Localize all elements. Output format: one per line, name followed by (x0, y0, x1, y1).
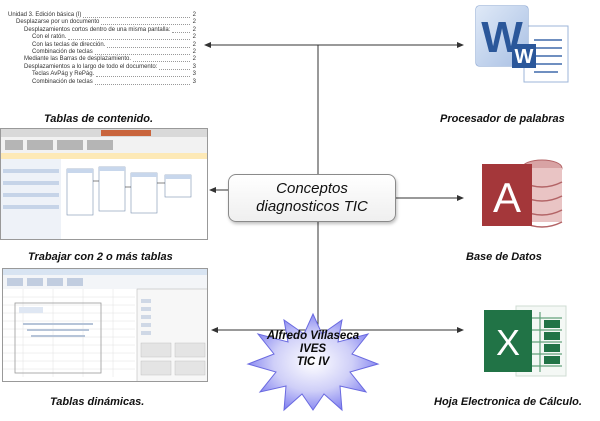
toc-entry: Desplazamientos cortos dentro de una mis… (2, 27, 200, 34)
center-line-1: Conceptos (276, 180, 348, 197)
toc-entry-page: 3 (192, 78, 196, 85)
toc-entry-page: 2 (192, 34, 196, 41)
caption-procesador: Procesador de palabras (440, 113, 565, 125)
excel-icon: X (480, 304, 570, 378)
toc-entry-label: Mediante las Barras de desplazamiento. (24, 56, 132, 63)
toc-entry: Desplazamientos a lo largo de todo el do… (2, 64, 200, 71)
toc-entry-label: Combinación de teclas (32, 48, 93, 55)
toc-entry-label: Teclas AvPág y RePág. (32, 71, 95, 78)
center-concept-node: Conceptos diagnosticos TIC (228, 174, 396, 222)
toc-entry-page: 3 (192, 63, 196, 70)
toc-leader-dots (172, 31, 190, 33)
toc-entry: Mediante las Barras de desplazamiento. 2 (2, 56, 200, 63)
toc-entry-page: 3 (192, 71, 196, 78)
toc-leader-dots (133, 61, 190, 63)
toc-leader-dots (68, 39, 190, 41)
center-line-2: diagnosticos TIC (256, 198, 368, 215)
author-institution: IVES (299, 343, 327, 355)
toc-leader-dots (95, 53, 190, 55)
toc-leader-dots (95, 83, 190, 85)
toc-leader-dots (107, 46, 190, 48)
toc-entry: Desplazarse por un documento 2 (2, 19, 200, 26)
toc-entry-page: 2 (192, 41, 196, 48)
caption-tablas-contenido: Tablas de contenido. (44, 113, 153, 125)
toc-entry: Teclas AvPág y RePág. 3 (2, 71, 200, 78)
toc-entry-label: Desplazarse por un documento (16, 19, 100, 26)
toc-entry-label: Unidad 3. Edición básica (I) (8, 12, 82, 18)
toc-entry-page: 2 (192, 19, 196, 26)
toc-entry-label: Con las teclas de dirección. (32, 41, 106, 48)
toc-entry-page: 2 (192, 12, 196, 18)
toc-entry-page: 2 (192, 48, 196, 55)
toc-leader-dots (83, 17, 190, 18)
toc-entry: Con las teclas de dirección. 2 (2, 42, 200, 49)
word-icon: W W (472, 4, 572, 86)
toc-entry-page: 2 (192, 26, 196, 33)
excel-letter: X (496, 322, 520, 363)
pivot-table-thumbnail (2, 268, 208, 382)
access-letter: A (493, 174, 521, 221)
caption-hoja-calculo: Hoja Electronica de Cálculo. (434, 396, 582, 408)
author-label: Alfredo Villaseca IVES TIC IV (246, 330, 380, 369)
caption-tablas-dinamicas: Tablas dinámicas. (50, 396, 145, 408)
toc-entry-label: Desplazamientos cortos dentro de una mis… (24, 26, 171, 33)
tables-relationship-thumbnail (0, 128, 208, 240)
toc-leader-dots (101, 24, 190, 26)
svg-text:W: W (515, 46, 534, 68)
toc-entry: Con el ratón. 2 (2, 34, 200, 41)
caption-base-datos: Base de Datos (466, 251, 542, 263)
caption-trabajar-tablas: Trabajar con 2 o más tablas (28, 251, 173, 263)
toc-entry: Unidad 3. Edición básica (I) 2 (2, 12, 200, 19)
toc-entry: Combinación de teclas 3 (2, 79, 200, 86)
author-name: Alfredo Villaseca (266, 330, 360, 342)
access-icon: A (480, 154, 566, 238)
toc-entry-label: Con el ratón. (32, 34, 67, 41)
toc-entry-label: Combinación de teclas (32, 78, 93, 85)
toc-entry-label: Desplazamientos a lo largo de todo el do… (24, 63, 158, 70)
toc-entry: Combinación de teclas 2 (2, 49, 200, 56)
toc-leader-dots (159, 68, 190, 70)
toc-entry-page: 2 (192, 56, 196, 63)
toc-leader-dots (96, 76, 190, 78)
author-course: TIC IV (296, 356, 330, 368)
author-starburst (246, 312, 380, 412)
